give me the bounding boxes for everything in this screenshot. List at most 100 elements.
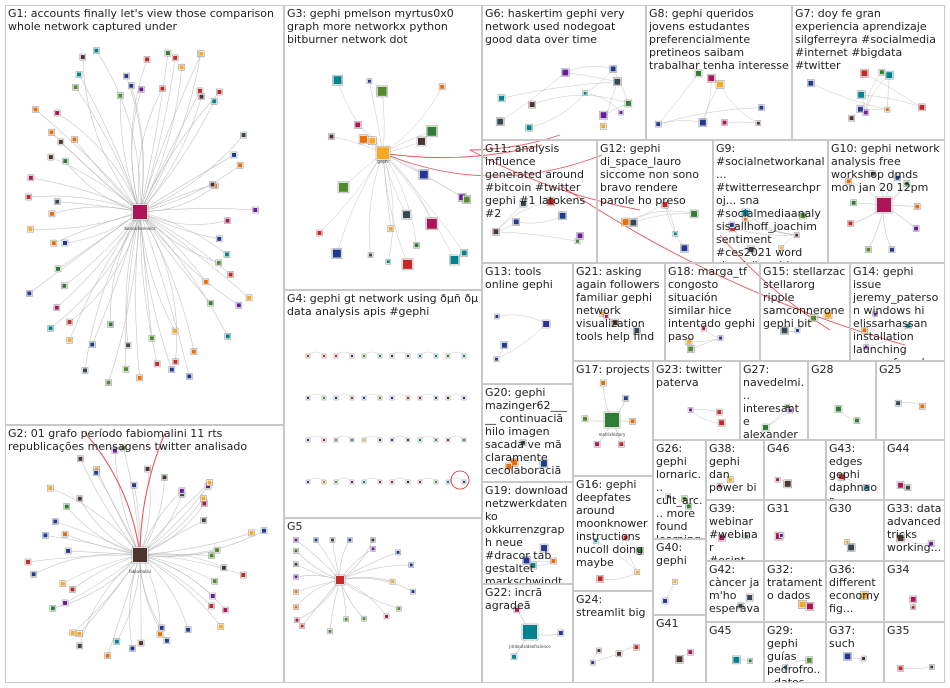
graph-node[interactable] xyxy=(405,437,411,443)
graph-node[interactable] xyxy=(143,56,151,63)
graph-node[interactable] xyxy=(148,334,156,342)
hub-node[interactable] xyxy=(131,546,149,564)
graph-node[interactable] xyxy=(461,353,467,359)
graph-node[interactable] xyxy=(197,50,205,58)
graph-node[interactable] xyxy=(130,481,138,489)
graph-node[interactable] xyxy=(433,479,439,485)
graph-node[interactable] xyxy=(60,282,68,290)
graph-node[interactable] xyxy=(30,571,37,578)
graph-node[interactable] xyxy=(370,537,376,543)
graph-node[interactable] xyxy=(904,484,912,491)
graph-node[interactable] xyxy=(681,495,688,503)
graph-node[interactable] xyxy=(918,103,926,112)
graph-node[interactable] xyxy=(248,529,255,537)
graph-node[interactable] xyxy=(685,503,693,510)
graph-node[interactable] xyxy=(88,341,96,348)
graph-node[interactable] xyxy=(413,241,420,249)
graph-node[interactable] xyxy=(780,326,789,335)
graph-node[interactable] xyxy=(774,476,781,483)
graph-node[interactable] xyxy=(172,358,179,366)
graph-node[interactable] xyxy=(349,353,355,359)
graph-node[interactable] xyxy=(383,613,390,620)
graph-node[interactable] xyxy=(53,198,61,205)
graph-node[interactable] xyxy=(525,123,533,132)
graph-node[interactable] xyxy=(79,53,87,61)
graph-node[interactable] xyxy=(61,599,69,607)
graph-node[interactable] xyxy=(417,479,423,485)
graph-node[interactable] xyxy=(349,479,355,485)
graph-node[interactable] xyxy=(190,348,198,355)
graph-node[interactable] xyxy=(93,47,100,54)
graph-node[interactable] xyxy=(561,68,570,77)
graph-node[interactable] xyxy=(223,251,231,258)
graph-node[interactable] xyxy=(389,479,395,485)
graph-node[interactable] xyxy=(370,546,376,552)
graph-node[interactable] xyxy=(558,211,567,221)
graph-node[interactable] xyxy=(42,532,49,539)
graph-node[interactable] xyxy=(599,110,608,120)
graph-node[interactable] xyxy=(758,104,765,111)
graph-node[interactable] xyxy=(408,562,414,568)
graph-node[interactable] xyxy=(105,379,112,386)
graph-node[interactable] xyxy=(541,319,551,329)
graph-node[interactable] xyxy=(349,395,355,401)
graph-node[interactable] xyxy=(127,82,135,90)
graph-node[interactable] xyxy=(161,474,168,481)
graph-node[interactable] xyxy=(417,353,423,359)
graph-node[interactable] xyxy=(69,586,76,593)
graph-node[interactable] xyxy=(405,353,411,359)
graph-node[interactable] xyxy=(599,379,607,387)
graph-node[interactable] xyxy=(361,437,367,443)
graph-node[interactable] xyxy=(919,403,926,410)
graph-node[interactable] xyxy=(120,444,127,452)
graph-node[interactable] xyxy=(629,417,636,425)
graph-node[interactable] xyxy=(401,209,412,220)
graph-node[interactable] xyxy=(539,459,549,469)
graph-node[interactable] xyxy=(807,79,815,88)
graph-node[interactable] xyxy=(624,99,633,108)
graph-node[interactable] xyxy=(163,637,171,644)
graph-node[interactable] xyxy=(805,656,814,665)
graph-node[interactable] xyxy=(861,327,868,334)
graph-node[interactable] xyxy=(376,85,388,98)
graph-node[interactable] xyxy=(293,574,299,580)
graph-node[interactable] xyxy=(609,65,617,73)
graph-node[interactable] xyxy=(117,92,124,99)
graph-node[interactable] xyxy=(897,665,904,672)
graph-node[interactable] xyxy=(747,245,755,254)
graph-node[interactable] xyxy=(358,134,369,145)
graph-node[interactable] xyxy=(869,170,877,178)
graph-node[interactable] xyxy=(207,299,214,307)
graph-node[interactable] xyxy=(528,100,536,109)
graph-node[interactable] xyxy=(24,558,32,566)
graph-node[interactable] xyxy=(71,136,78,143)
graph-node[interactable] xyxy=(462,195,472,204)
graph-node[interactable] xyxy=(294,617,300,623)
graph-node[interactable] xyxy=(885,70,894,80)
graph-node[interactable] xyxy=(168,366,176,373)
graph-node[interactable] xyxy=(896,533,905,543)
graph-node[interactable] xyxy=(809,314,818,322)
graph-node[interactable] xyxy=(62,157,69,165)
graph-node[interactable] xyxy=(153,360,161,368)
graph-node[interactable] xyxy=(529,561,537,570)
graph-node[interactable] xyxy=(81,367,89,374)
graph-node[interactable] xyxy=(519,199,528,208)
graph-node[interactable] xyxy=(557,629,565,637)
graph-node[interactable] xyxy=(305,437,311,443)
graph-node[interactable] xyxy=(747,658,753,664)
hub-node[interactable] xyxy=(875,196,893,214)
graph-node[interactable] xyxy=(202,278,210,286)
graph-node[interactable] xyxy=(847,220,854,227)
graph-node[interactable] xyxy=(732,655,741,665)
graph-node[interactable] xyxy=(26,290,33,297)
graph-node[interactable] xyxy=(200,495,207,502)
graph-node[interactable] xyxy=(672,231,679,237)
graph-node[interactable] xyxy=(615,650,623,658)
graph-node[interactable] xyxy=(48,129,55,136)
graph-node[interactable] xyxy=(461,395,467,401)
graph-node[interactable] xyxy=(856,90,866,100)
graph-node[interactable] xyxy=(894,399,902,407)
graph-node[interactable] xyxy=(856,105,865,114)
graph-node[interactable] xyxy=(500,341,509,350)
